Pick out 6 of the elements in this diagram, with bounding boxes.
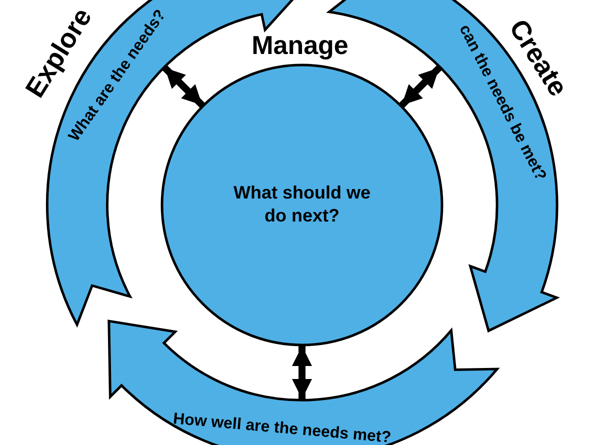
stage-label: Manage [252,32,348,58]
question-text: How well are the needs met? [172,412,392,445]
double-arrow [162,65,205,108]
double-arrow [399,65,442,108]
question-text: What should we do next? [232,182,372,228]
double-arrow [292,346,312,399]
